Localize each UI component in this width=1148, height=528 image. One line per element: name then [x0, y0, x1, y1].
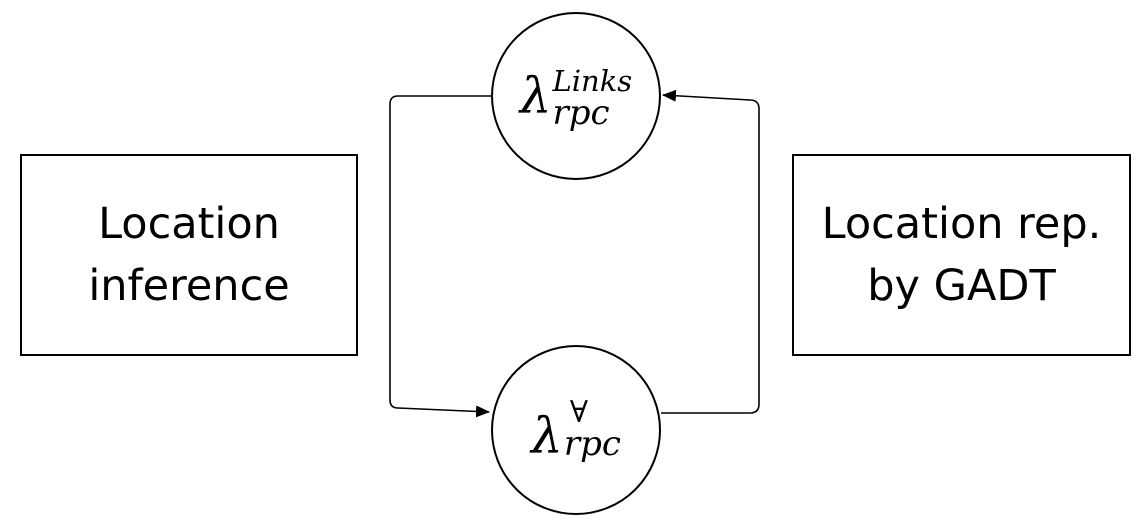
box-right-line1: Location rep.	[821, 199, 1102, 249]
subscript-rpc: rpc	[552, 93, 610, 133]
lambda-links-node: λ Links rpc	[491, 12, 661, 180]
edge-bottom-to-top	[661, 89, 760, 414]
lambda-forall-node: λ ∀ rpc	[491, 345, 661, 515]
superscript-links: Links	[552, 64, 633, 98]
superscript-forall: ∀	[569, 395, 588, 430]
box-left-line2: inference	[88, 261, 290, 311]
box-right-line2: by GADT	[867, 261, 1056, 311]
lambda-links-formula: λ Links rpc	[520, 62, 632, 130]
subscript-rpc: rpc	[563, 424, 621, 464]
box-left-line1: Location	[98, 199, 280, 249]
location-rep-gadt-box: Location rep. by GADT	[792, 154, 1131, 356]
edge-top-to-bottom	[389, 95, 491, 418]
lambda-forall-formula: λ ∀ rpc	[531, 395, 621, 465]
lambda-symbol: λ	[531, 407, 563, 465]
location-inference-box: Location inference	[20, 154, 358, 356]
lambda-symbol: λ	[519, 67, 552, 125]
